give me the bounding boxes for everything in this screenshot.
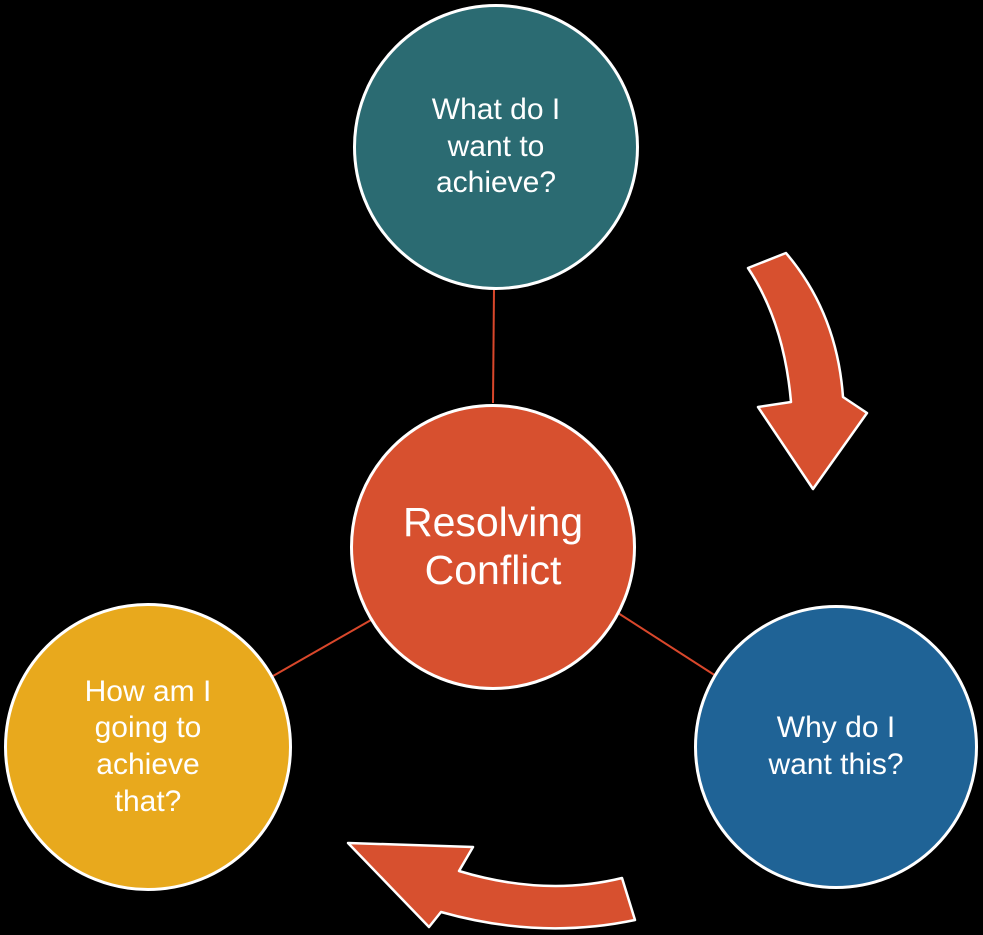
curved-arrow-left-icon	[346, 841, 637, 930]
node-label: How am I going to achieve that?	[84, 674, 212, 818]
curved-arrow-down-icon	[746, 251, 869, 491]
node-label: Why do I want this?	[768, 711, 904, 781]
node-how-am-i-going-to-achieve-that: How am I going to achieve that?	[4, 603, 292, 891]
node-label: What do I want to achieve?	[431, 93, 561, 200]
node-why-do-i-want-this: Why do I want this?	[694, 605, 978, 889]
connector-line-center-to-right	[617, 612, 717, 677]
connector-line-center-to-top	[492, 287, 495, 404]
connector-line-center-to-left	[272, 619, 372, 677]
node-resolving-conflict: Resolving Conflict	[350, 404, 636, 690]
diagram-title: Resolving Conflict	[402, 499, 584, 593]
node-what-do-i-want-to-achieve: What do I want to achieve?	[353, 4, 639, 290]
